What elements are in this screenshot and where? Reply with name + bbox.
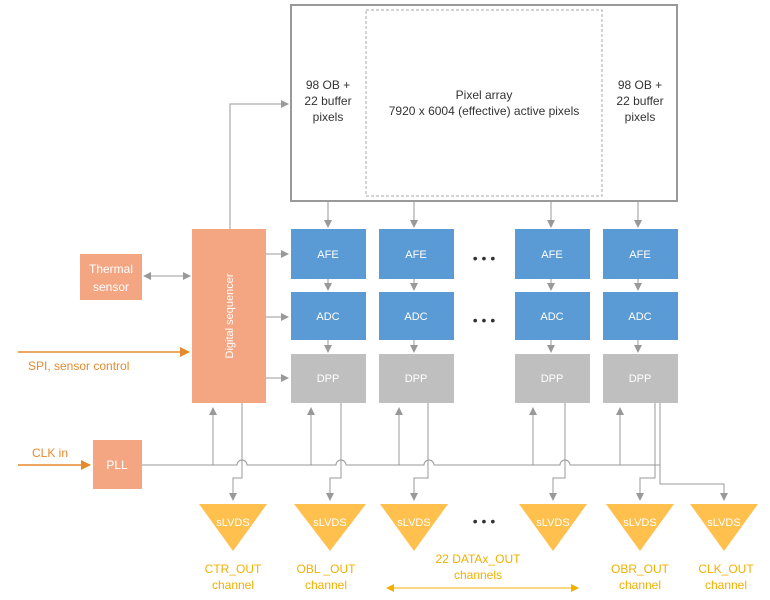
slvds-driver-data-first: sLVDS	[380, 504, 448, 551]
pixel-array-frame	[290, 4, 678, 202]
adc-block	[603, 292, 678, 340]
afe-block	[603, 229, 678, 279]
dpp-block	[603, 354, 678, 403]
slvds-triangle	[294, 504, 366, 551]
right-ob-line3: pixels	[625, 110, 656, 124]
slvds-label: sLVDS	[707, 517, 740, 529]
obl-out-channel: channel	[305, 578, 347, 592]
afe-label: AFE	[629, 249, 650, 261]
data-out-channels: channels	[454, 568, 502, 582]
pll-box	[93, 440, 142, 489]
clk-out-slvds-arrow	[659, 403, 728, 501]
dpp-label: DPP	[317, 373, 340, 385]
left-ob-line1: 98 OB +	[306, 78, 350, 92]
slvds-driver-ctr: sLVDS	[199, 504, 267, 551]
digital-sequencer-label: Digital sequencer	[224, 273, 236, 358]
column-3: AFE ADC DPP	[515, 229, 590, 403]
slvds-label: sLVDS	[536, 517, 569, 529]
slvds-label: sLVDS	[313, 517, 346, 529]
pixel-array-title: Pixel array	[456, 88, 513, 102]
dpp-label: DPP	[405, 373, 428, 385]
left-ob-line2: 22 buffer	[304, 94, 351, 108]
input-arrows	[18, 347, 190, 470]
slvds-driver-data-last: sLVDS	[519, 504, 587, 551]
dpp-label: DPP	[541, 373, 564, 385]
obr-out-label: OBR_OUT	[611, 562, 670, 576]
dpp-block	[379, 354, 454, 403]
slvds-triangle	[199, 504, 267, 551]
connectors	[142, 100, 728, 501]
adc-block	[379, 292, 454, 340]
afe-block	[515, 229, 590, 279]
dpp-1-to-obl-slvds-arrow	[326, 403, 342, 501]
dpp-4-to-obr-slvds-arrow	[636, 403, 656, 501]
sequencer-to-ctr-slvds-arrow	[229, 403, 243, 501]
slvds-triangle	[380, 504, 448, 551]
pixel-array: 98 OB + 22 buffer pixels Pixel array 792…	[290, 4, 678, 202]
slvds-triangle	[690, 504, 758, 551]
column-4: AFE ADC DPP	[603, 229, 678, 403]
adc-ellipsis: • • •	[473, 312, 496, 328]
ctr-out-label: CTR_OUT	[205, 562, 262, 576]
pll: PLL	[93, 440, 142, 489]
dpp-3-to-data-slvds-arrow	[549, 403, 566, 501]
adc-label: ADC	[628, 311, 651, 323]
slvds-ellipsis: • • •	[473, 513, 496, 529]
thermal-sensor-label-1: Thermal	[89, 262, 133, 276]
dpp-block	[291, 354, 366, 403]
slvds-driver-obl: sLVDS	[294, 504, 366, 551]
slvds-label: sLVDS	[397, 517, 430, 529]
afe-ellipsis: • • •	[473, 250, 496, 266]
pixel-array-resolution: 7920 x 6004 (effective) active pixels	[389, 104, 580, 118]
slvds-triangle	[519, 504, 587, 551]
pll-label: PLL	[106, 458, 128, 472]
adc-label: ADC	[540, 311, 563, 323]
right-ob-line1: 98 OB +	[618, 78, 662, 92]
clk-in-label: CLK in	[32, 446, 68, 460]
dpp-block	[515, 354, 590, 403]
adc-block	[291, 292, 366, 340]
afe-label: AFE	[317, 249, 338, 261]
dpp-2-to-data-slvds-arrow	[410, 403, 429, 501]
clk-out-channel: channel	[705, 578, 747, 592]
slvds-driver-clk: sLVDS	[690, 504, 758, 551]
right-ob-line2: 22 buffer	[616, 94, 663, 108]
obr-out-channel: channel	[619, 578, 661, 592]
afe-label: AFE	[405, 249, 426, 261]
column-2: AFE ADC DPP	[379, 229, 454, 403]
afe-block	[291, 229, 366, 279]
data-out-label: 22 DATAx_OUT	[436, 552, 522, 566]
slvds-triangle	[606, 504, 674, 551]
digital-sequencer: Digital sequencer	[192, 229, 266, 403]
adc-label: ADC	[404, 311, 427, 323]
dpp-label: DPP	[629, 373, 652, 385]
slvds-label: sLVDS	[216, 517, 249, 529]
column-1: AFE ADC DPP	[291, 229, 366, 403]
thermal-sensor: Thermal sensor	[80, 254, 142, 300]
slvds-driver-obr: sLVDS	[606, 504, 674, 551]
digital-sequencer-box	[192, 229, 266, 403]
thermal-sensor-label-2: sensor	[93, 280, 129, 294]
adc-block	[515, 292, 590, 340]
afe-label: AFE	[541, 249, 562, 261]
thermal-sensor-box	[80, 254, 142, 300]
afe-block	[379, 229, 454, 279]
slvds-label: sLVDS	[623, 517, 656, 529]
obl-out-label: OBL _OUT	[297, 562, 357, 576]
sequencer-to-pixel-array-arrow	[229, 100, 289, 229]
active-pixel-region	[365, 9, 603, 197]
clk-out-label: CLK_OUT	[698, 562, 754, 576]
adc-label: ADC	[316, 311, 339, 323]
left-ob-line3: pixels	[313, 110, 344, 124]
clock-bus	[142, 459, 660, 466]
spi-label: SPI, sensor control	[28, 359, 129, 373]
ctr-out-channel: channel	[212, 578, 254, 592]
